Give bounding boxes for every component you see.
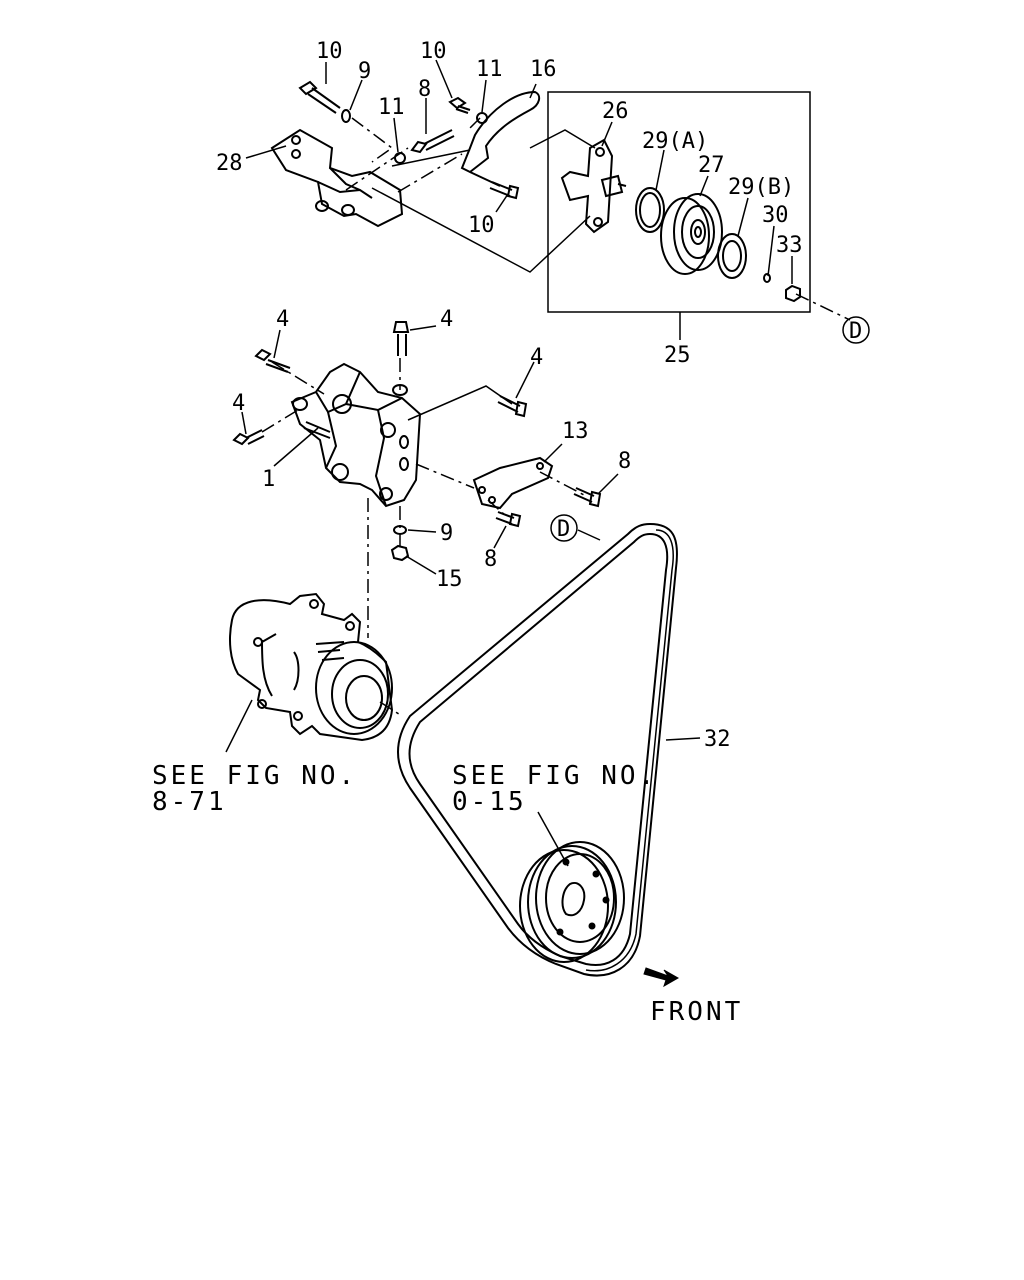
compressor-bracket-1 [290,362,422,508]
part-number-labels: 10 9 10 11 16 11 8 28 10 26 29(A) 27 29(… [216,39,870,752]
crank-reference-line2: 0-15 [452,787,527,817]
leader-lines [225,59,793,867]
bolt-10-lower [489,181,520,200]
bolt-8-right [573,487,602,508]
label-8: 8 [418,77,431,102]
label-27: 27 [698,153,725,178]
label-11: 11 [378,95,405,120]
label-29b: 29(B) [728,175,794,200]
bolt-4-top-left [254,348,291,373]
ac-compressor [229,592,394,742]
label-4: 4 [232,391,245,416]
label-28: 28 [216,151,243,176]
label-1: 1 [262,467,275,492]
connector-d-upper: D [842,316,870,344]
crank-reference-line1: SEE FIG NO. [452,761,657,791]
bolt-10-upper [298,80,341,114]
bolt-8-upper [410,129,455,154]
bolt-10-small [448,96,471,114]
idler-bracket-assembly [270,80,851,321]
label-4: 4 [440,307,453,332]
bracket-28 [270,128,404,228]
label-9: 9 [358,59,371,84]
label-26: 26 [602,99,629,124]
label-16: 16 [530,57,557,82]
washer-9-upper [341,109,351,123]
label-8: 8 [484,547,497,572]
nut-11-lower [394,152,406,164]
label-8: 8 [618,449,631,474]
label-10: 10 [316,39,343,64]
idler-plate-26 [560,138,627,234]
label-15: 15 [436,567,463,592]
bolt-4-left [232,429,265,446]
plate-13 [472,456,554,510]
label-32: 32 [704,727,731,752]
adjust-link-16 [460,90,541,187]
svg-text:D: D [849,319,862,344]
bolt-4-right [497,395,528,418]
label-25: 25 [664,343,691,368]
bolt-4-top [392,321,410,356]
label-13: 13 [562,419,589,444]
washer-29b [717,233,747,279]
label-33: 33 [776,233,803,258]
crankshaft-pulley [519,841,625,963]
front-arrow-icon [643,967,680,988]
bolt-8-lower [495,511,522,528]
connector-d-lower: D [550,514,578,542]
svg-text:D: D [557,517,570,542]
label-30: 30 [762,203,789,228]
label-4: 4 [276,307,289,332]
idler-subassembly-box [547,91,811,313]
compressor-reference-line1: SEE FIG NO. [152,761,357,791]
nut-15 [390,544,410,562]
label-29a: 29(A) [642,129,708,154]
drive-belt-32 [397,522,678,977]
label-10: 10 [420,39,447,64]
figure-references: SEE FIG NO. 8-71 SEE FIG NO. 0-15 FRONT [152,761,743,1027]
label-11: 11 [476,57,503,82]
label-10: 10 [468,213,495,238]
label-4: 4 [530,345,543,370]
idler-pulley-27 [660,193,723,275]
front-direction-label: FRONT [650,997,743,1027]
nut-33 [785,284,801,303]
label-9: 9 [440,521,453,546]
clip-30 [763,273,772,283]
compressor-reference-line2: 8-71 [152,787,227,817]
washer-29a [635,187,665,233]
